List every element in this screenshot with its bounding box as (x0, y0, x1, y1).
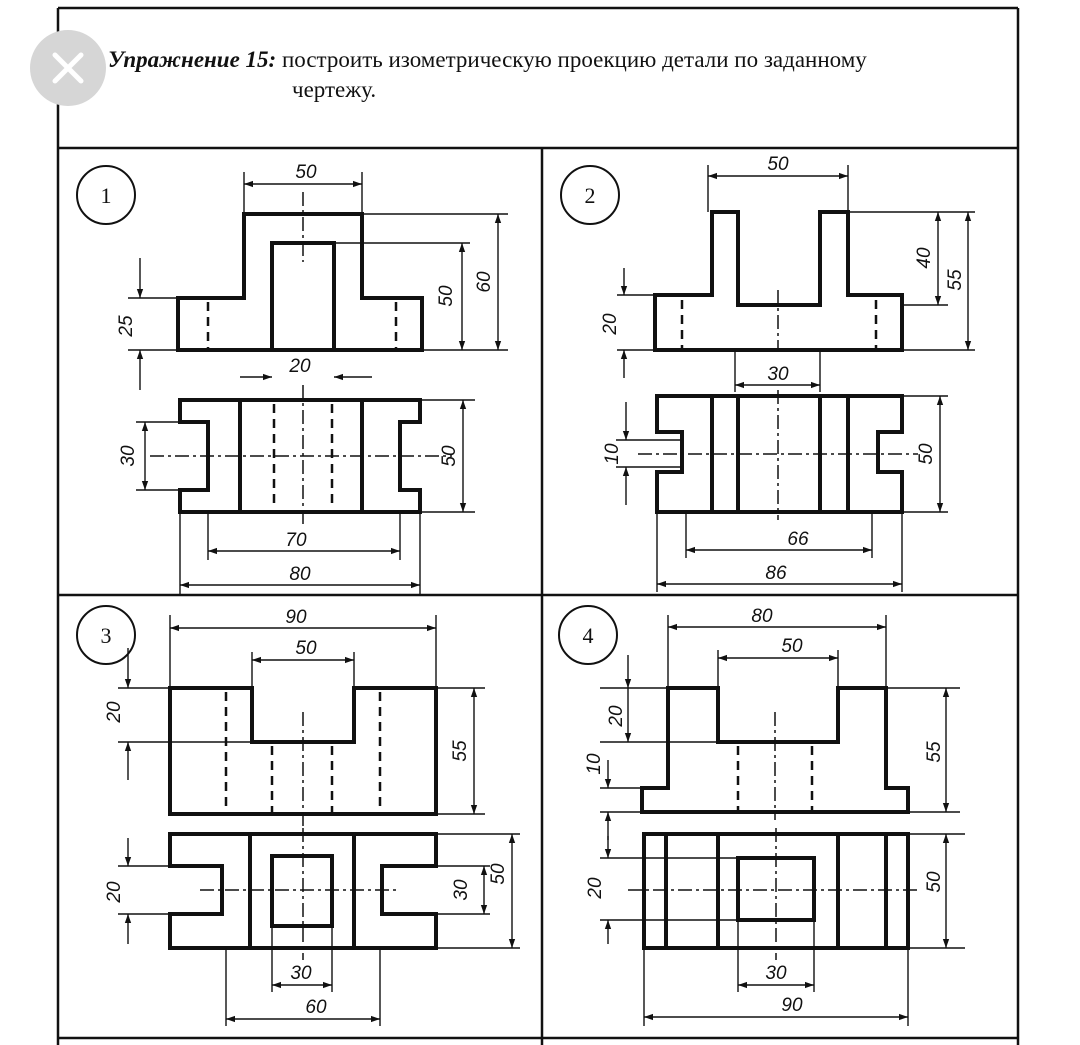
exercise-label: Упражнение 15: (108, 47, 277, 72)
dim-label: 10 (602, 443, 623, 465)
hidden-lines (736, 746, 814, 810)
problem-number-circle (76, 165, 136, 225)
dimension-labels: 90 50 20 55 20 30 50 30 60 (104, 607, 509, 1018)
dim-label: 20 (288, 356, 311, 377)
dim-label: 30 (765, 963, 787, 984)
dim-label: 50 (916, 443, 937, 465)
front-view-outline (653, 210, 904, 352)
dim-label: 50 (436, 285, 457, 307)
front-view-outline (176, 212, 424, 352)
dim-label: 20 (606, 705, 627, 728)
hidden-lines (206, 302, 398, 348)
dim-label: 86 (765, 563, 787, 584)
problem-number-circle (76, 605, 136, 665)
dim-label: 30 (767, 364, 789, 385)
dim-label: 50 (767, 154, 789, 175)
dim-label: 90 (285, 607, 307, 628)
dim-label: 50 (439, 445, 460, 467)
dim-label: 20 (104, 881, 125, 904)
close-icon (52, 52, 84, 84)
dim-label: 50 (488, 863, 509, 885)
hidden-lines (680, 300, 878, 348)
dim-label: 30 (451, 879, 472, 901)
dim-label: 90 (781, 995, 803, 1016)
problem-number: 4 (583, 623, 594, 648)
dim-label: 25 (116, 315, 137, 338)
dimension-lines (600, 615, 965, 1026)
hidden-lines (224, 692, 382, 812)
dim-label: 20 (104, 701, 125, 724)
dim-label: 50 (924, 871, 945, 893)
dim-label: 66 (787, 529, 809, 550)
dim-label: 40 (914, 247, 935, 269)
problem-number: 3 (101, 623, 112, 648)
dim-label: 80 (289, 564, 311, 585)
problem-number-circle (558, 605, 618, 665)
dim-label: 50 (295, 162, 317, 183)
dim-label: 55 (945, 269, 966, 291)
close-button[interactable] (30, 30, 106, 106)
exercise-header: Упражнение 15: построить изометрическую … (108, 46, 983, 102)
exercise-line-1: Упражнение 15: построить изометрическую … (108, 46, 983, 74)
task-text-line-1: построить изометрическую проекцию детали… (281, 47, 867, 72)
dim-label: 55 (450, 740, 471, 762)
problem-1: 1 (76, 162, 508, 594)
problem-3: 3 (76, 605, 520, 1026)
dim-label: 50 (295, 638, 317, 659)
problem-4: 4 (558, 605, 965, 1026)
task-text-line-2: чертежу. (292, 77, 377, 102)
dim-label: 10 (584, 753, 605, 775)
problem-2: 2 (560, 154, 975, 592)
problem-number: 1 (101, 183, 112, 208)
dimension-labels: 50 50 60 25 20 50 30 70 80 (116, 162, 495, 585)
dim-label: 20 (600, 313, 621, 336)
dimension-lines (128, 172, 508, 594)
dim-label: 30 (118, 445, 139, 467)
dim-label: 80 (751, 606, 773, 627)
dim-label: 55 (924, 741, 945, 763)
dim-label: 70 (285, 530, 307, 551)
dimension-lines (616, 165, 975, 592)
dim-label: 60 (305, 997, 327, 1018)
sheet-frame (56, 6, 1020, 1045)
dim-label: 60 (474, 271, 495, 293)
problem-number-circle (560, 165, 620, 225)
dim-label: 30 (290, 963, 312, 984)
dimension-labels: 50 40 55 20 30 50 10 66 86 (600, 154, 966, 584)
dim-label: 50 (781, 636, 803, 657)
problem-number: 2 (585, 183, 596, 208)
dimension-labels: 80 50 20 10 55 20 50 30 90 (584, 606, 945, 1016)
dimension-lines (118, 615, 520, 1026)
dim-label: 20 (585, 877, 606, 900)
